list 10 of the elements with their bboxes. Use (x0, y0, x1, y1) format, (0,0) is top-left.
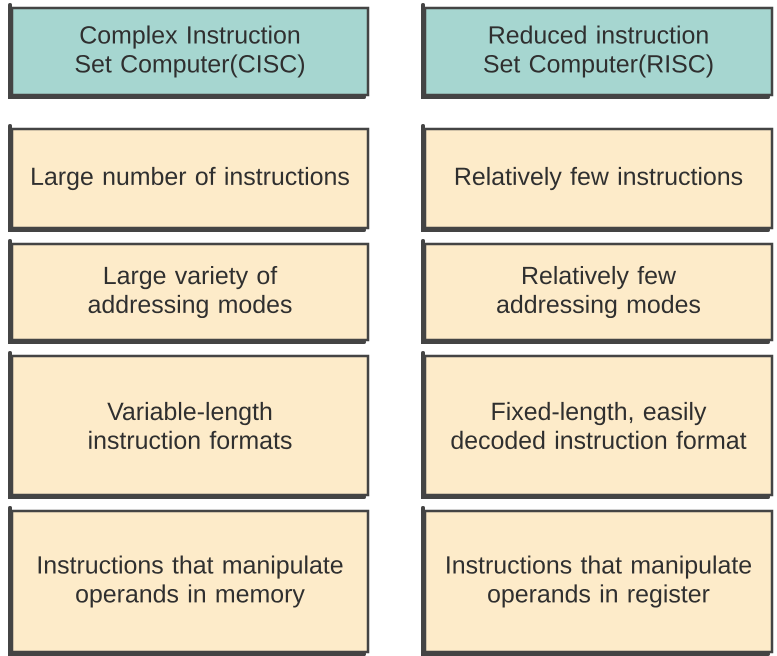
text-box: Relatively few instructions (421, 124, 774, 232)
text-box: Large variety of addressing modes (8, 239, 370, 344)
text-box: Large number of instructions (8, 124, 370, 232)
text-box: Instructions that manipulate operands in memory (8, 506, 370, 656)
text-box: Instructions that manipulate operands in register (421, 506, 774, 656)
text-box: Complex Instruction Set Computer(CISC) (8, 3, 370, 99)
text-box: Reduced instruction Set Computer(RISC) (421, 3, 774, 99)
text-box: Relatively few addressing modes (421, 239, 774, 344)
text-box: Variable-length instruction formats (8, 351, 370, 499)
text-box: Fixed-length, easily decoded instruction format (421, 351, 774, 499)
